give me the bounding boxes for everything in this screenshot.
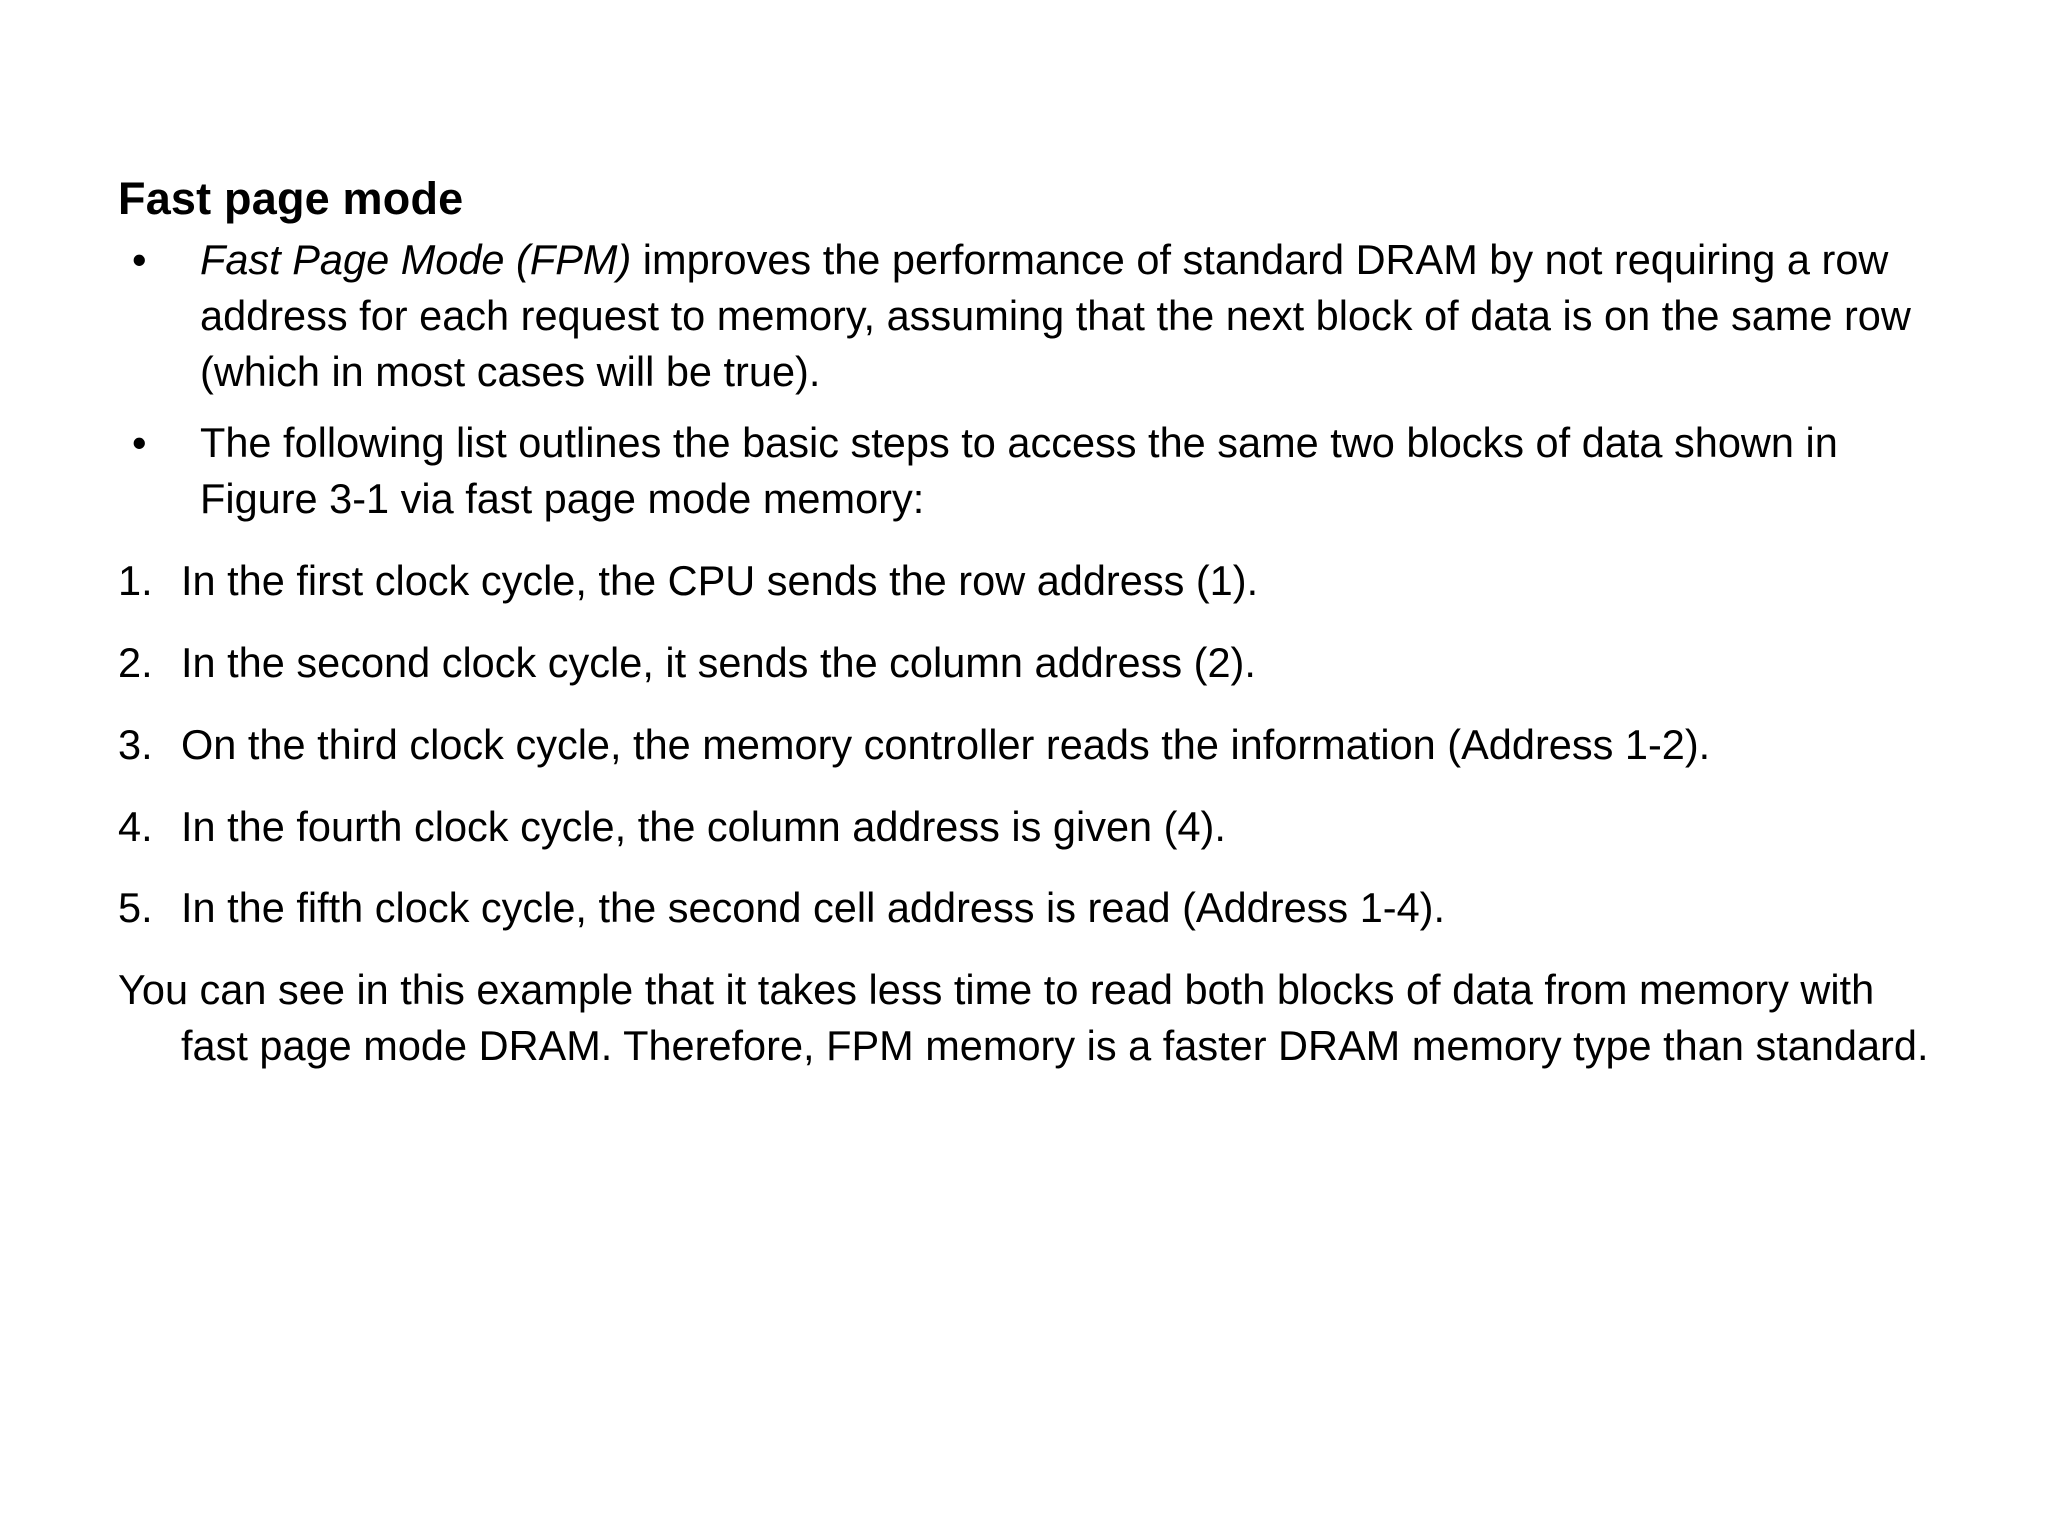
list-item-number: 2.	[118, 638, 153, 686]
slide-body: • Fast Page Mode (FPM) improves the perf…	[118, 232, 1948, 1115]
list-item-number: 3.	[118, 720, 153, 768]
spacer	[118, 543, 1948, 553]
list-item-text: In the second clock cycle, it sends the …	[181, 638, 1256, 686]
bullet-body-text: improves the performance of standard DRA…	[200, 236, 1911, 395]
list-item: 4. In the fourth clock cycle, the column…	[118, 799, 1948, 855]
list-item-number: 1.	[118, 557, 153, 605]
bullet-lead-emphasis: Fast Page Mode (FPM)	[200, 236, 632, 283]
list-item: 2. In the second clock cycle, it sends t…	[118, 635, 1948, 691]
bullet-text: Fast Page Mode (FPM) improves the perfor…	[200, 232, 1948, 399]
list-item-number: 5.	[118, 884, 153, 932]
bullet-marker-icon: •	[132, 419, 147, 467]
bullet-item: • Fast Page Mode (FPM) improves the perf…	[118, 232, 1948, 399]
list-item-text: In the first clock cycle, the CPU sends …	[181, 557, 1259, 605]
bullet-item: • The following list outlines the basic …	[118, 415, 1948, 527]
page-title: Fast page mode	[118, 173, 464, 225]
closing-paragraph: You can see in this example that it take…	[118, 966, 1929, 1069]
list-item-number: 4.	[118, 802, 153, 850]
list-item-text: In the fourth clock cycle, the column ad…	[181, 802, 1226, 850]
list-item-text: In the fifth clock cycle, the second cel…	[181, 884, 1446, 932]
list-item: 3. On the third clock cycle, the memory …	[118, 717, 1948, 773]
list-item: 5. In the fifth clock cycle, the second …	[118, 880, 1948, 936]
list-item-text: On the third clock cycle, the memory con…	[181, 720, 1711, 768]
bullet-body-text: The following list outlines the basic st…	[200, 419, 1838, 523]
bullet-marker-icon: •	[132, 236, 147, 283]
list-item: 1. In the first clock cycle, the CPU sen…	[118, 553, 1948, 609]
